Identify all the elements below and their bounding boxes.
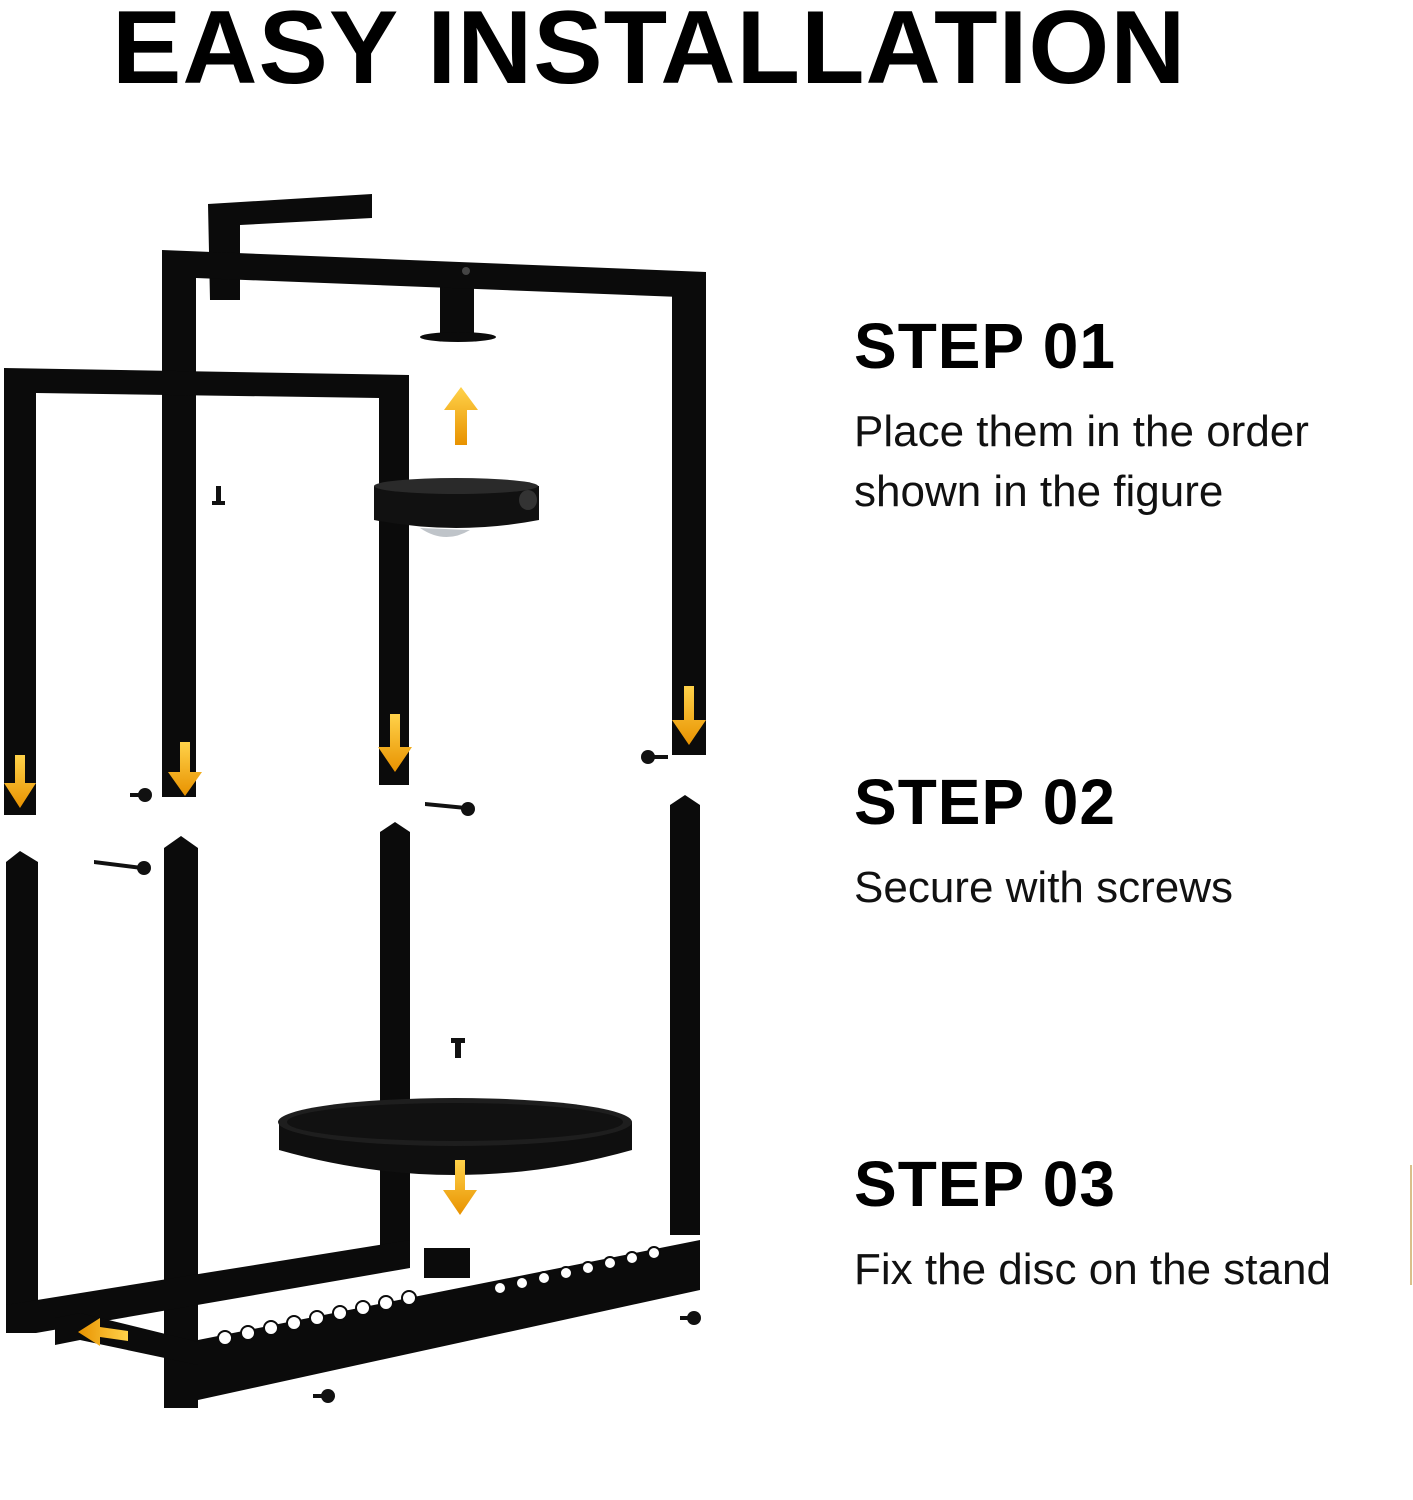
step-1: STEP 01 Place them in the order shown in… (854, 314, 1394, 522)
hanger-bracket (208, 194, 496, 342)
step-3-text: Fix the disc on the stand (854, 1245, 1331, 1294)
screw-5 (94, 860, 151, 875)
step-2-text: Secure with screws (854, 863, 1234, 912)
screw-8 (313, 1389, 335, 1403)
arrow-down-icon (168, 742, 202, 796)
arrow-down-icon (672, 686, 706, 745)
screw-4 (425, 802, 475, 816)
step-1-label: STEP 01 (854, 310, 1116, 382)
arrow-up-icon (444, 387, 478, 445)
screw-6 (641, 750, 668, 764)
step-3: STEP 03 Fix the disc on the stand (854, 1152, 1394, 1300)
step-1-text: Place them in the order shown in the fig… (854, 407, 1309, 516)
page-title: EASY INSTALLATION (112, 0, 1187, 106)
large-disc (278, 1098, 632, 1175)
arrow-down-icon (443, 1160, 477, 1215)
arrow-left-icon (78, 1318, 128, 1346)
small-bowl (374, 478, 539, 538)
step-2: STEP 02 Secure with screws (854, 770, 1394, 918)
screw-7 (680, 1311, 701, 1325)
lower-legs (6, 795, 700, 1408)
scalloped-base-rail (198, 1240, 700, 1400)
step-3-label: STEP 03 (854, 1148, 1116, 1220)
arrow-down-icon (4, 755, 36, 808)
assembly-diagram (4, 194, 706, 1408)
screws (94, 486, 701, 1403)
step-2-label: STEP 02 (854, 766, 1116, 838)
lower-front-base (6, 1240, 410, 1333)
upper-back-frame (162, 250, 706, 797)
upper-front-frame (4, 368, 409, 815)
arrow-down-icon (378, 714, 412, 772)
direction-arrows (4, 387, 706, 1346)
edge-divider (1410, 1165, 1412, 1285)
screw-1 (212, 486, 225, 505)
screw-2 (451, 1038, 465, 1058)
screw-3 (130, 788, 152, 802)
